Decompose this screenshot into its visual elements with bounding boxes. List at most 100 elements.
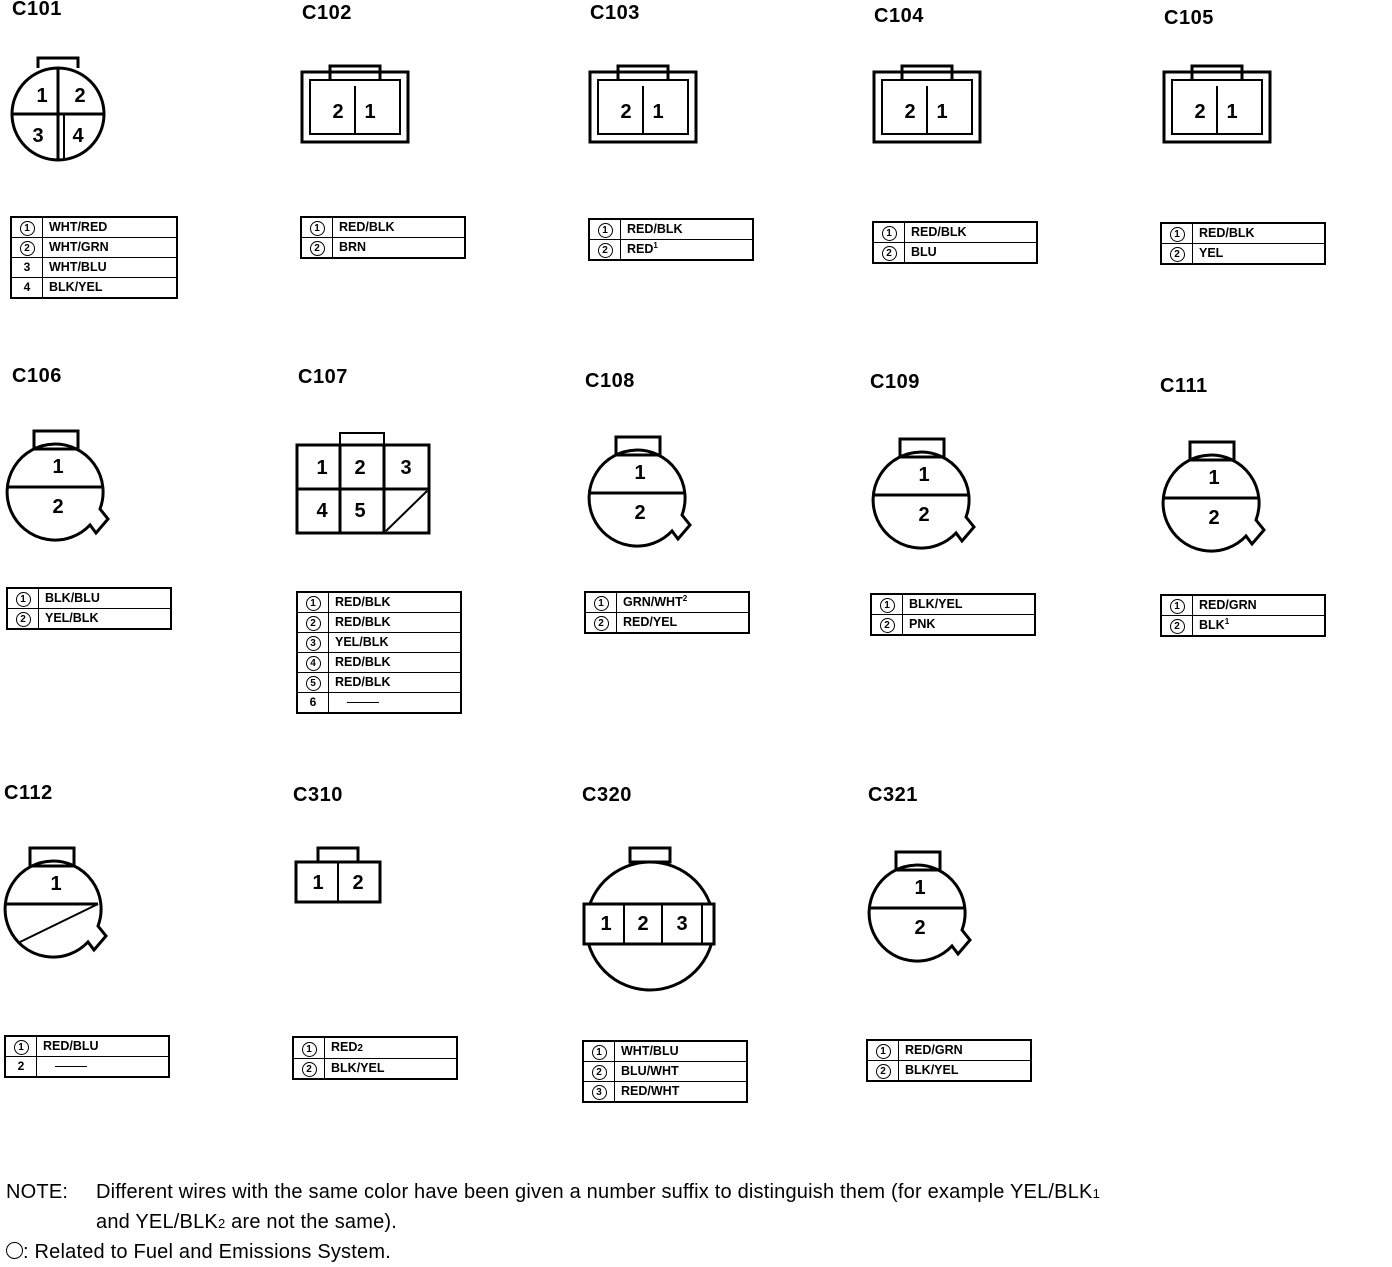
pin-number: 2 [332,101,343,123]
wire-color-cell: RED1 [620,239,754,261]
circled-pin-number: 1 [1169,227,1185,242]
pin-cell: 2 [6,608,39,630]
pin-cell: 3 [296,632,329,653]
pin-number: 3 [32,125,43,147]
pin-cell: 3 [10,257,43,278]
wire-color: RED/BLK [335,675,391,689]
wire-color: WHT/BLU [49,260,107,274]
connector-face-diagram: 12 [587,435,692,548]
note-line-2: and YEL/BLK2 are not the same). [6,1208,1100,1238]
circled-pin-number: 2 [881,246,897,261]
pin-cell: 2 [1160,243,1193,265]
pin-number: 1 [914,877,925,899]
wire-color: YEL/BLK [335,635,389,649]
circled-pin-number: 1 [1169,599,1185,614]
circled-pin-number: 1 [881,226,897,241]
wire-color: WHT/RED [49,220,108,234]
wire-color-cell: BLK/BLU [38,587,172,609]
locking-tab [898,437,946,459]
pin-number: 6 [309,695,317,709]
wire-color-cell: RED/BLK [328,612,462,633]
wire-color: RED/BLK [335,655,391,669]
wire-color-cell: WHT/RED [42,216,178,238]
connector-title: C112 [4,782,53,804]
table-row: 2 YEL/BLK [6,608,172,630]
wire-suffix: 1 [1224,616,1230,626]
pin-cell: 2 [10,237,43,258]
unused-dash [347,702,379,704]
locking-tab [28,846,76,868]
circled-pin-number: 1 [875,1044,891,1059]
pin-cell: 2 [872,242,905,264]
wire-color-cell: BLK/YEL [42,277,178,299]
pin-cell: 1 [582,1040,615,1062]
housing-outline [5,442,110,542]
wire-color-cell: RED/BLK [328,591,462,613]
connector-face-diagram: 12 [867,850,972,963]
pin-cell: 2 [300,237,333,259]
locking-tab [32,429,80,451]
circled-pin-number: 2 [591,1065,607,1080]
circled-pin-number: 1 [301,1041,317,1057]
wire-color-cell: WHT/GRN [42,237,178,258]
pin-cell: 2 [866,1060,899,1082]
wire-color-cell: WHT/BLU [42,257,178,278]
pin-number: 2 [904,101,915,123]
wire-color: RED/YEL [623,615,678,629]
housing-outline [3,859,108,959]
wire-color: BRN [339,240,367,254]
note-label: NOTE: [6,1181,69,1203]
circled-pin-number: 2 [593,616,609,631]
wire-color: RED/BLK [627,222,683,236]
wire-color: RED/WHT [621,1084,680,1098]
pin-cell: 3 [582,1081,615,1103]
housing-outline [867,863,972,963]
wire-color: YEL [1199,246,1224,260]
wire-color: RED/BLU [43,1039,99,1053]
wire-color-cell: YEL/BLK [38,608,172,630]
wire-color-cell: RED/GRN [1192,594,1326,616]
wire-suffix: 2 [682,593,688,603]
circled-pin-number: 3 [305,636,321,651]
wire-color: YEL/BLK [45,611,99,625]
wire-color: RED/BLK [335,615,391,629]
wire-color: BLK/YEL [49,280,103,294]
pin-number: 1 [364,101,375,123]
table-row: 2 BRN [300,237,466,259]
pin-cell: 2 [870,614,903,636]
locking-tab [339,432,385,446]
connector-title: C320 [582,784,632,806]
pin-cell: 2 [292,1058,325,1080]
circled-pin-number: 1 [19,221,35,236]
note-legend: : Related to Fuel and Emissions System. [6,1238,1100,1267]
pin-number: 2 [1208,507,1219,529]
connector-title: C109 [870,371,920,393]
circled-pin-number: 4 [305,656,321,671]
pin-number: 2 [1194,101,1205,123]
locking-tab [616,64,670,80]
